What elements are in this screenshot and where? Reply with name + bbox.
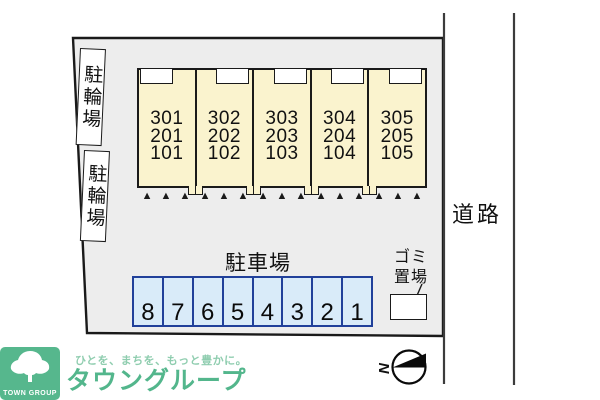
building-unit-5: 305 205 105 bbox=[367, 67, 425, 186]
unit-room-numbers: 304 204 104 bbox=[322, 108, 357, 164]
bicycle-parking-box-1: 駐輪場 bbox=[75, 48, 106, 147]
building-step-tab bbox=[246, 185, 261, 195]
bicycle-parking-label: 駐輪場 bbox=[78, 63, 103, 131]
tab-divider-line bbox=[368, 185, 371, 194]
logo-caption: TOWN GROUP bbox=[3, 390, 57, 397]
parking-stall-number: 3 bbox=[290, 299, 304, 326]
building-block: 301 201 101 302 202 102 303 203 103 304 … bbox=[137, 67, 427, 188]
tab-divider-line bbox=[310, 185, 313, 194]
brand-name: タウングループ bbox=[66, 367, 247, 395]
building-unit-2: 302 202 102 bbox=[194, 67, 253, 186]
brand-tagline: ひとを、まちを、もっと豊かに。 bbox=[75, 355, 248, 367]
tree-icon bbox=[10, 351, 50, 382]
garbage-box bbox=[390, 294, 427, 320]
building-step-tab bbox=[362, 185, 377, 195]
parking-stall: 3 bbox=[281, 278, 312, 326]
tab-divider-line bbox=[194, 185, 197, 194]
entrance-markers-row: ▲ ▲ ▲ bbox=[373, 190, 423, 202]
parking-row: 8 7 6 5 4 3 2 1 bbox=[132, 276, 373, 327]
building-unit-1: 301 201 101 bbox=[139, 67, 195, 186]
parking-stall-number: 1 bbox=[350, 299, 364, 326]
compass-north-label: N bbox=[375, 362, 392, 374]
parking-stall-number: 5 bbox=[230, 299, 245, 326]
building-unit-4: 304 204 104 bbox=[309, 67, 368, 186]
unit-room-numbers: 301 201 101 bbox=[150, 108, 184, 164]
parking-stall: 6 bbox=[191, 278, 222, 326]
parking-stall: 4 bbox=[251, 278, 282, 326]
tab-divider-line bbox=[252, 185, 255, 194]
entrance-markers-row: ▲ ▲ ▲ bbox=[257, 190, 307, 202]
parking-stall-number: 8 bbox=[141, 299, 155, 326]
unit-porch-box bbox=[273, 67, 307, 84]
garbage-area-label: ゴミ 置場 bbox=[393, 249, 428, 286]
unit-room-numbers: 303 203 103 bbox=[265, 108, 299, 164]
parking-stall: 2 bbox=[311, 278, 342, 326]
parking-stall-number: 7 bbox=[171, 299, 185, 326]
unit-porch-box bbox=[331, 67, 365, 84]
parking-stall-number: 6 bbox=[201, 299, 215, 326]
unit-room-numbers: 305 205 105 bbox=[380, 108, 414, 164]
parking-stall: 7 bbox=[161, 278, 192, 326]
building-step-tab bbox=[304, 185, 319, 195]
unit-porch-box bbox=[140, 67, 173, 84]
entrance-markers-row: ▲ ▲ ▲ bbox=[199, 190, 249, 202]
parking-stall: 8 bbox=[134, 278, 162, 325]
bicycle-parking-label: 駐輪場 bbox=[82, 162, 107, 230]
entrance-markers-row: ▲ ▲ ▲ bbox=[141, 190, 191, 202]
compass-needle bbox=[392, 353, 426, 368]
parking-stall: 1 bbox=[341, 278, 371, 325]
unit-porch-box bbox=[388, 67, 422, 84]
entrance-markers-row: ▲ ▲ ▲ bbox=[315, 190, 365, 202]
road-label: 道路 bbox=[452, 202, 503, 227]
parking-area-label: 駐車場 bbox=[225, 252, 291, 275]
unit-porch-box bbox=[216, 67, 250, 84]
bicycle-parking-box-2: 駐輪場 bbox=[79, 150, 110, 243]
building-unit-3: 303 203 103 bbox=[252, 67, 310, 186]
parking-stall: 5 bbox=[221, 278, 252, 326]
building-step-tab bbox=[188, 185, 203, 195]
unit-room-numbers: 302 202 102 bbox=[207, 108, 241, 164]
parking-stall-number: 4 bbox=[260, 299, 275, 326]
parking-stall-number: 2 bbox=[320, 299, 334, 326]
brand-logo-square: TOWN GROUP bbox=[0, 347, 60, 400]
